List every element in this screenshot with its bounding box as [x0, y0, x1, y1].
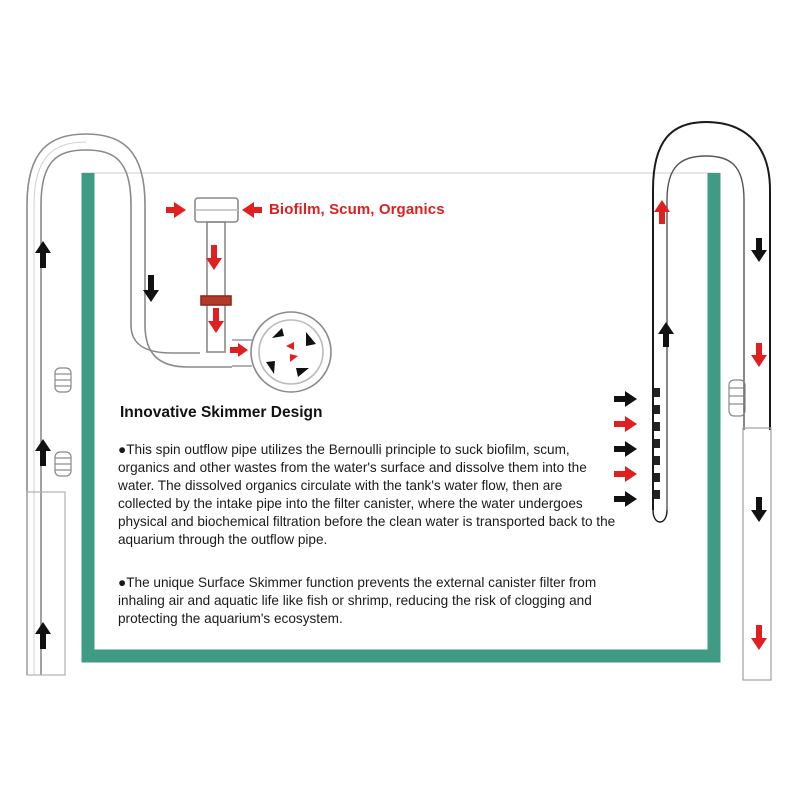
intake-slots [654, 388, 660, 499]
arrow-down [751, 343, 767, 367]
tank-wall [81, 173, 721, 663]
arrow-right [614, 491, 637, 507]
arrow-right [230, 343, 248, 357]
outflow-pipe [26, 133, 232, 676]
waste-callout-label: Biofilm, Scum, Organics [269, 201, 445, 218]
arrow-down [751, 625, 767, 650]
section-heading: Innovative Skimmer Design [120, 404, 323, 421]
arrow-down [751, 238, 767, 262]
spin-arrows [266, 328, 316, 377]
arrow-up [654, 200, 670, 224]
pipe-connector [54, 367, 72, 477]
description-paragraph-surface-skimmer: ●The unique Surface Skimmer function pre… [118, 575, 597, 627]
arrow-up [658, 322, 674, 347]
skimmer-head [194, 197, 332, 393]
arrow-right [614, 416, 637, 432]
arrow-up [35, 622, 51, 649]
arrow-left [242, 202, 262, 218]
flow-arrows [35, 200, 767, 650]
arrow-down [143, 275, 159, 302]
arrow-right [614, 391, 637, 407]
arrow-right [614, 466, 637, 482]
red-ring [200, 295, 232, 306]
arrow-up [35, 241, 51, 268]
arrow-down [206, 245, 222, 270]
arrow-down [751, 497, 767, 522]
pipe-connector [728, 379, 746, 417]
aquarium-tank [81, 172, 721, 663]
arrow-right [166, 202, 186, 218]
description-paragraph-bernoulli: ●This spin outflow pipe utilizes the Ber… [118, 442, 616, 548]
arrow-up [35, 439, 51, 466]
arrow-down [208, 308, 224, 333]
arrow-right [614, 441, 637, 457]
inflow-pipe [652, 120, 772, 681]
